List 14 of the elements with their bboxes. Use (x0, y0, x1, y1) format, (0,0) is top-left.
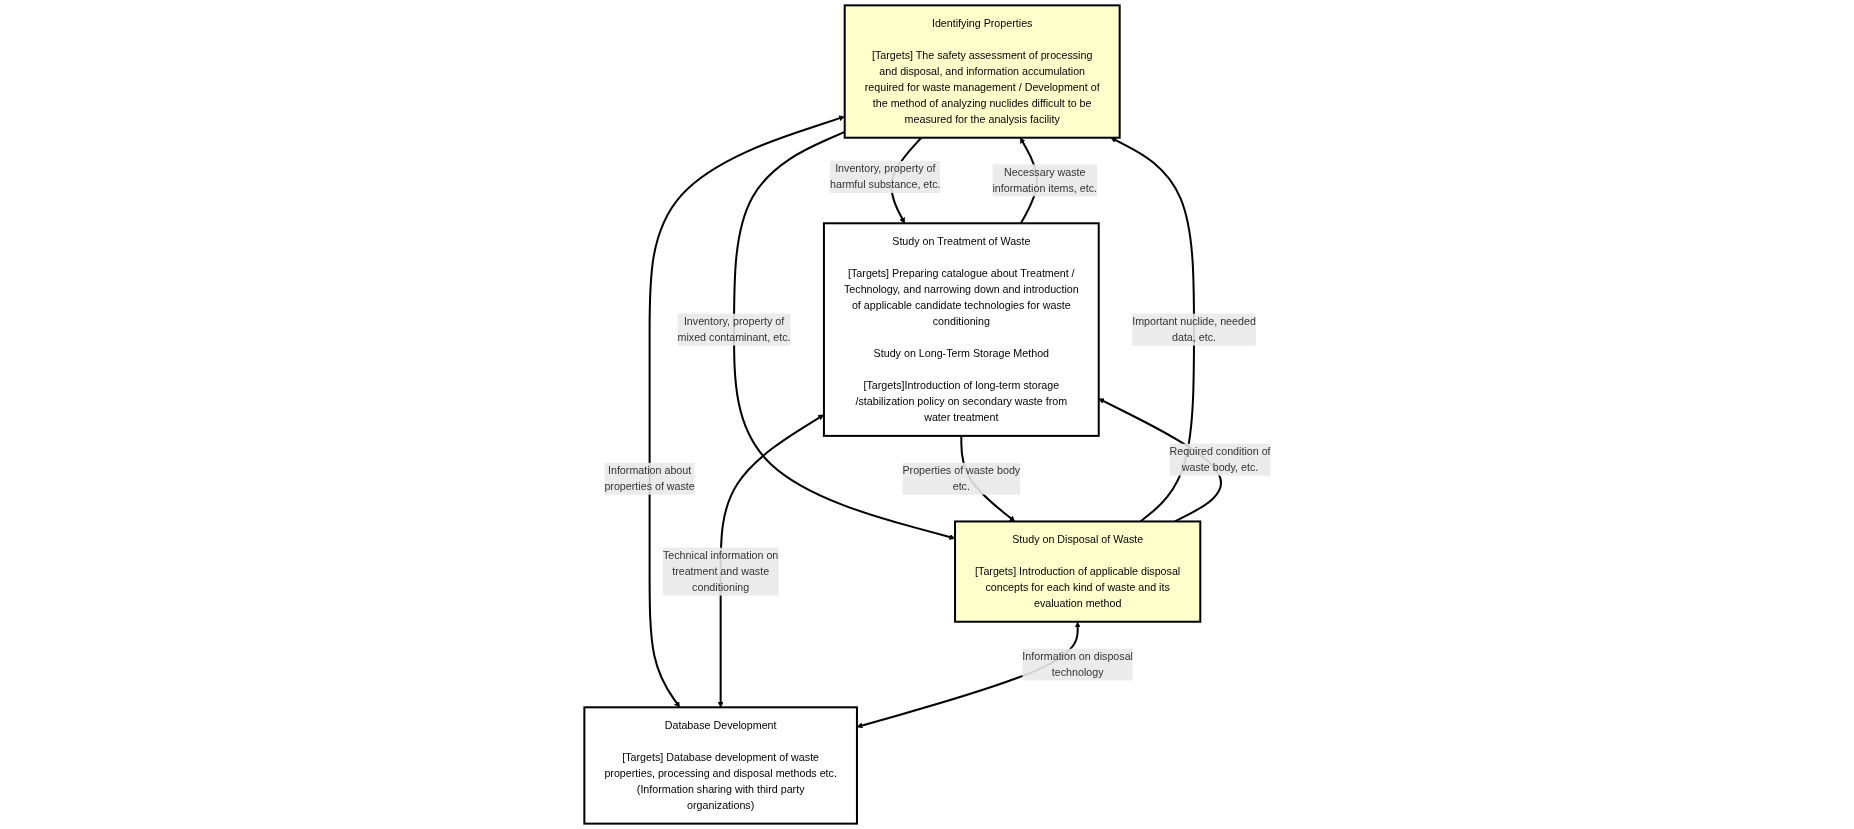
edge-label: Important nuclide, needed data, etc. (1131, 315, 1256, 343)
edge-label: Inventory, property of harmful substance, etc. (829, 162, 941, 191)
edge-label: Necessary waste information items, etc. (991, 166, 1097, 194)
edge-label: Inventory, property of mixed contaminant, etc. (677, 315, 791, 343)
arrow (732, 130, 955, 540)
node-box: Study on Treatment of Waste [Targets] Preparing catalogue about Treatment / Technology, and narrowing down and introduction of applicable candidate technologies for waste conditioning Study on Long-Term Storage Method [Targets]Introduction of long-term storage /stabilization policy on secondary waste from water treatment (822, 222, 1100, 437)
node-box: Database Development [Targets] Database development of waste properties, processing and disposal methods etc. (Information sharing with third party organizations) (582, 706, 858, 825)
edge-label: Required condition of waste body, etc. (1169, 445, 1271, 473)
node-box: Study on Disposal of Waste [Targets] Introduction of applicable disposal concepts for each kind of waste and its evaluation method (953, 520, 1201, 623)
edge-label: Technical information on treatment and waste conditioning (662, 549, 778, 593)
node-box: Identifying Properties [Targets] The safety assessment of processing and disposal, and information accumulation required for waste management / Development of the method of analyzing nuclides difficult to be measured for the analysis facility (843, 4, 1121, 139)
edge-label: Properties of waste body etc. (902, 464, 1020, 493)
edge-label: Information on disposal technology (1021, 650, 1133, 678)
edge-label: Information about properties of waste (603, 464, 695, 493)
